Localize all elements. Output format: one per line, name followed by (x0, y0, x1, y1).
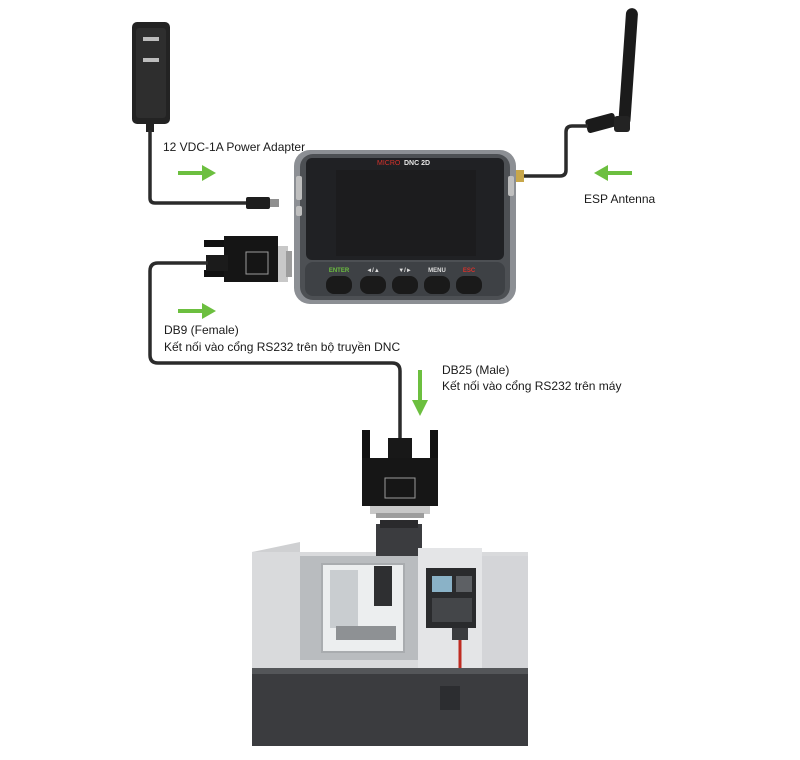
device-buttons: ENTER ◄/▲ ▼/► MENU ESC (326, 268, 482, 294)
cnc-machine (252, 520, 528, 746)
power-adapter-label: 12 VDC-1A Power Adapter (163, 140, 306, 154)
device-brand: MICRO (377, 160, 401, 167)
power-arrow (178, 165, 216, 181)
db9-arrow (178, 303, 216, 319)
button-label-enter: ENTER (329, 268, 350, 274)
device-model: DNC 2D (404, 160, 430, 167)
button-label-down: ▼/► (398, 268, 412, 274)
db25-title-label: DB25 (Male) (442, 363, 510, 377)
esp-antenna (585, 8, 638, 133)
db25-arrow (412, 370, 428, 416)
antenna-arrow (594, 165, 632, 181)
button-label-menu: MENU (428, 268, 446, 274)
db25-desc-label: Kết nối vào cổng RS232 trên máy (442, 379, 622, 393)
db9-title-label: DB9 (Female) (164, 323, 239, 337)
db9-desc-label: Kết nối vào cổng RS232 trên bộ truyền DN… (164, 340, 401, 354)
db9-connector (204, 236, 292, 282)
dc-plug (246, 197, 279, 209)
db25-connector (362, 430, 438, 518)
power-cable (148, 130, 248, 205)
antenna-cable (524, 124, 588, 178)
esp-antenna-label: ESP Antenna (584, 192, 656, 206)
power-adapter (132, 22, 170, 132)
button-label-up: ◄/▲ (366, 268, 380, 274)
button-label-esc: ESC (463, 268, 476, 274)
serial-cable (148, 261, 402, 446)
dnc-device: MICRO DNC 2D ENTER ◄/▲ ▼/► MENU ESC (294, 150, 516, 304)
